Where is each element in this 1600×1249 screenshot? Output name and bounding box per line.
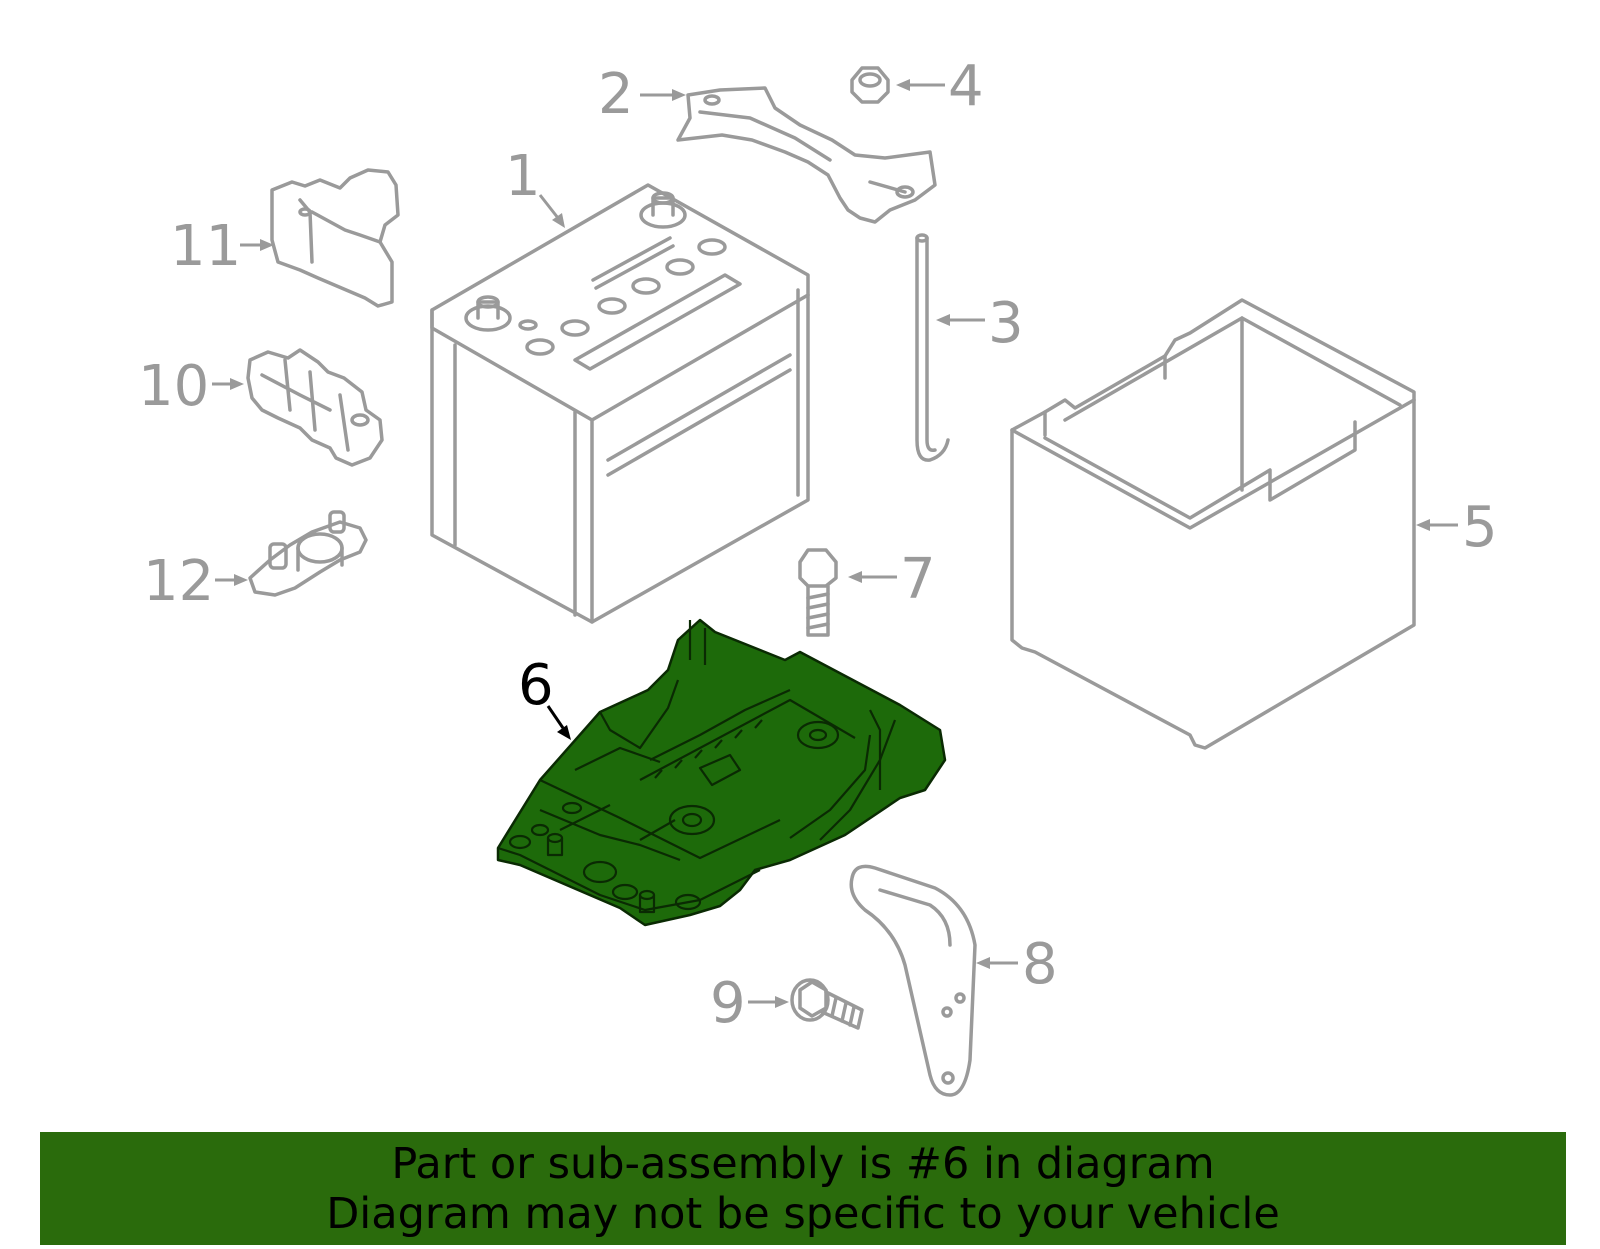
part-7-bolt[interactable] xyxy=(798,548,838,637)
info-banner: Part or sub-assembly is #6 in diagram Di… xyxy=(40,1132,1566,1245)
banner-line-1: Part or sub-assembly is #6 in diagram xyxy=(391,1138,1215,1189)
callout-9[interactable]: 9 xyxy=(710,971,746,1036)
callout-8[interactable]: 8 xyxy=(1022,932,1058,997)
part-2-hold-down-bracket[interactable] xyxy=(676,86,937,224)
callout-7[interactable]: 7 xyxy=(900,547,936,612)
part-8-bracket[interactable] xyxy=(849,864,977,1097)
callout-11[interactable]: 11 xyxy=(170,214,241,279)
part-9-flange-bolt[interactable] xyxy=(790,978,864,1030)
part-10-connector[interactable] xyxy=(246,348,384,467)
callout-12[interactable]: 12 xyxy=(143,549,214,614)
callout-10[interactable]: 10 xyxy=(138,354,209,419)
part-5-battery-box[interactable] xyxy=(1010,298,1416,750)
callout-6[interactable]: 6 xyxy=(518,653,554,718)
callout-4[interactable]: 4 xyxy=(948,54,984,119)
callout-5[interactable]: 5 xyxy=(1462,495,1498,560)
part-12-terminal-clamp[interactable] xyxy=(248,510,368,597)
callout-1[interactable]: 1 xyxy=(505,144,541,209)
part-1-battery[interactable] xyxy=(430,183,810,624)
part-6-battery-tray[interactable] xyxy=(496,618,947,927)
callout-3[interactable]: 3 xyxy=(988,291,1024,356)
part-4-nut[interactable] xyxy=(850,66,890,104)
part-11-terminal-cover[interactable] xyxy=(270,168,400,308)
part-3-rod[interactable] xyxy=(915,233,950,462)
leader-lines xyxy=(212,79,1458,1008)
banner-line-2: Diagram may not be specific to your vehi… xyxy=(326,1188,1280,1239)
callout-2[interactable]: 2 xyxy=(598,62,634,127)
